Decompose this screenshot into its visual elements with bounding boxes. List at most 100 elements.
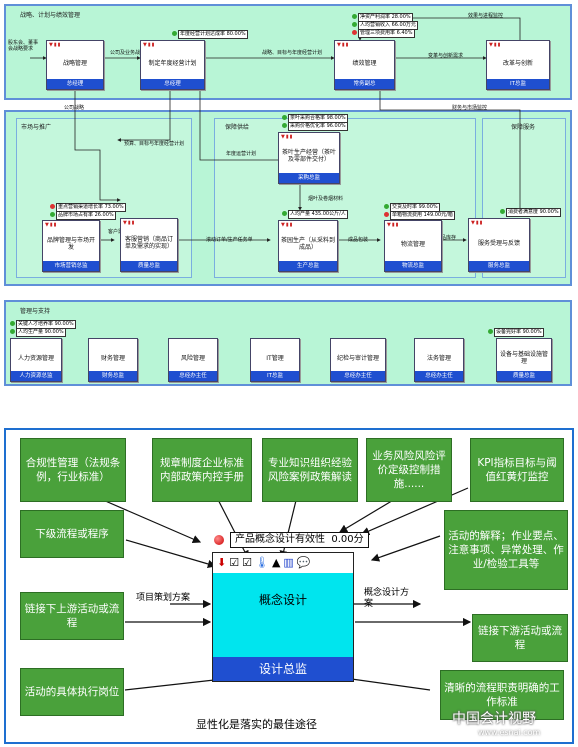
kpi-name: 产品概念设计有效性 (235, 534, 325, 545)
activity-icons: ▼▮▮ (337, 42, 350, 48)
process-owner: 市场营销总监 (43, 261, 99, 271)
kpi-name: 人均产量 (290, 211, 311, 217)
process-owner: 人力资源总监 (11, 371, 61, 381)
kpi-name: 人均生产量 (18, 329, 44, 335)
kpi-tag: 人均营销收入 66.00万元 (352, 21, 418, 30)
activity-box[interactable]: ⬇☑☑🌡▲▥💬 概念设计 设计总监 (212, 552, 354, 682)
process-name: 茶园生产（从采料到成品） (281, 237, 336, 251)
kpi-name: 采购价格优化率 (290, 123, 326, 129)
status-led (172, 31, 177, 36)
kpi-tag: 年度经营计划达成率 80.00% (172, 30, 248, 39)
process-name: 客服营销（商品订单及需求的实现） (124, 236, 173, 250)
process-name: 财务管理 (100, 354, 125, 362)
label-reform-need: 变革与创新需求 (428, 53, 464, 59)
kpi-name: 单箱物流费用 (392, 212, 423, 218)
kpi-value: 90.00% (539, 209, 559, 215)
kpi-name: 设备完好率 (496, 329, 522, 335)
legend-upstream: 链接下上游活动或流程 (20, 592, 124, 640)
process-box[interactable]: IT管理 IT总监 (250, 338, 300, 382)
process-name: 纪检与审计管理 (336, 354, 379, 362)
activity-icons: ▼▮▮ (143, 42, 156, 48)
label-fin-market: 财务与市场监控 (452, 105, 488, 111)
process-box[interactable]: ▼▮▮ 物流管理 物流总监 (384, 220, 442, 272)
source-label: 股东会、董事会战略要求 (8, 40, 39, 52)
process-name: 茶叶生产经营（茶叶及零部件交付） (281, 149, 336, 163)
kpi-value: 26.00% (94, 212, 114, 218)
process-box[interactable]: ▼▮▮ 茶园生产（从采料到成品） 生产总监 (278, 220, 338, 272)
activity-icons: ▼▮▮ (387, 222, 400, 228)
process-box[interactable]: ▼▮▮ 战略管理 总经理 (46, 40, 104, 90)
process-box[interactable]: 纪检与审计管理 总经办主任 (330, 338, 386, 382)
input-label: 项目策划方案 (136, 593, 191, 603)
kpi-tag: 关键人才培养率 90.00% (10, 320, 76, 329)
process-name: 改革与创新 (502, 59, 533, 67)
kpi-tag: 设备完好率 90.00% (488, 328, 544, 337)
process-box[interactable]: ▼▮▮ 品牌管理与市场开发 市场营销总监 (42, 220, 100, 272)
bar-chart-icon: ▥ (283, 556, 297, 569)
process-owner: 生产总监 (279, 261, 337, 271)
panel-supply-title: 保障供给 (225, 124, 250, 131)
kpi-value: 99.00% (418, 204, 438, 210)
process-owner: IT总监 (251, 371, 299, 381)
activity-owner: 设计总监 (213, 657, 353, 681)
process-box[interactable]: ▼▮▮ 客服营销（商品订单及需求的实现） 质量总监 (120, 218, 178, 272)
legend-downstream: 链接下游活动或流程 (472, 614, 568, 662)
kpi-name: 管理三项费用率 (360, 30, 396, 36)
process-name: 风险管理 (180, 354, 205, 362)
status-led (352, 14, 357, 19)
process-owner: 质量总监 (121, 261, 177, 271)
label-budget: 预算、目标与年度经营计划 (124, 141, 185, 147)
label-corp-strategy: 公司及业务战略 (110, 50, 146, 56)
kpi-value: 73.00% (104, 204, 124, 210)
process-box[interactable]: 财务管理 财务总监 (88, 338, 138, 382)
output-label: 概念设计方案 (364, 588, 410, 609)
watermark-url: www.esnai.com (478, 728, 541, 737)
status-led (282, 123, 287, 128)
status-led (214, 535, 224, 545)
process-owner: 总经办主任 (331, 371, 385, 381)
activity-icons: ▼▮▮ (471, 220, 484, 226)
activity-icons: ▼▮▮ (49, 42, 62, 48)
process-box[interactable]: 风险管理 总经办主任 (168, 338, 218, 382)
kpi-tag: 单箱物流费用 149.00元/箱 (384, 211, 455, 220)
kpi-tag: 交货及时率 99.00% (384, 203, 440, 212)
kpi-name: 重点营销渠道增长率 (58, 204, 104, 210)
activity-kpi: 产品概念设计有效性 0.00分 (214, 532, 390, 548)
status-led (10, 329, 15, 334)
legend-compliance: 合规性管理（法规条例，行业标准） (20, 438, 126, 502)
process-owner: 物流总监 (385, 261, 441, 271)
process-owner: 总经办主任 (169, 371, 217, 381)
kpi-tag: 人均生产量 90.00% (10, 328, 66, 337)
legend-post: 活动的具体执行岗位 (20, 668, 124, 716)
kpi-value: 6.40% (396, 30, 413, 36)
kpi-tag: 消费者满意度 90.00% (500, 208, 561, 217)
watermark-text: 中国会计视野 (452, 711, 536, 727)
process-box[interactable]: ▼▮▮ 改革与创新 IT总监 (486, 40, 550, 90)
process-box[interactable]: 人力资源管理 人力资源总监 (10, 338, 62, 382)
process-box[interactable]: ▼▮▮ 服务受理与反馈 服务总监 (468, 218, 530, 272)
legend-biz-risk: 业务风险风险评价定级控制措施...... (366, 438, 452, 502)
label-rolling-order: 滚动订单/生产任务单 (206, 237, 253, 243)
status-led (10, 321, 15, 326)
process-box[interactable]: 设备与基础设施管理 质量总监 (496, 338, 552, 382)
legend-kpi: KPI指标目标与阈值红黄灯监控 (470, 438, 564, 502)
panel-service-title: 保障服务 (511, 124, 536, 131)
activity-icons: ▼▮▮ (489, 42, 502, 48)
kpi-value: 90.00% (54, 321, 74, 327)
panel-market-title: 市场与推广 (21, 124, 52, 131)
status-led (352, 30, 357, 35)
process-box[interactable]: ▼▮▮ 制定年度经营计划 总经理 (140, 40, 205, 90)
status-led (384, 204, 389, 209)
kpi-name: 品牌市场占有率 (58, 212, 94, 218)
status-led (50, 212, 55, 217)
process-box[interactable]: 法务管理 总经办主任 (414, 338, 464, 382)
process-box[interactable]: ▼▮▮ 茶叶生产经营（茶叶及零部件交付） 采购总监 (278, 132, 340, 184)
process-box[interactable]: ▼▮▮ 绩效管理 常务副总 (334, 40, 395, 90)
checkbox-icon: ☑ (229, 556, 243, 569)
kpi-name: 茶叶采购合格率 (290, 115, 326, 121)
activity-icons: ▼▮▮ (45, 222, 58, 228)
legend-explain: 活动的解释；作业要点、注意事项、异常处理、作业/检验工具等 (444, 510, 568, 590)
process-name: 物流管理 (400, 240, 425, 248)
process-owner: 总经理 (47, 79, 103, 89)
process-name: IT管理 (266, 354, 284, 362)
